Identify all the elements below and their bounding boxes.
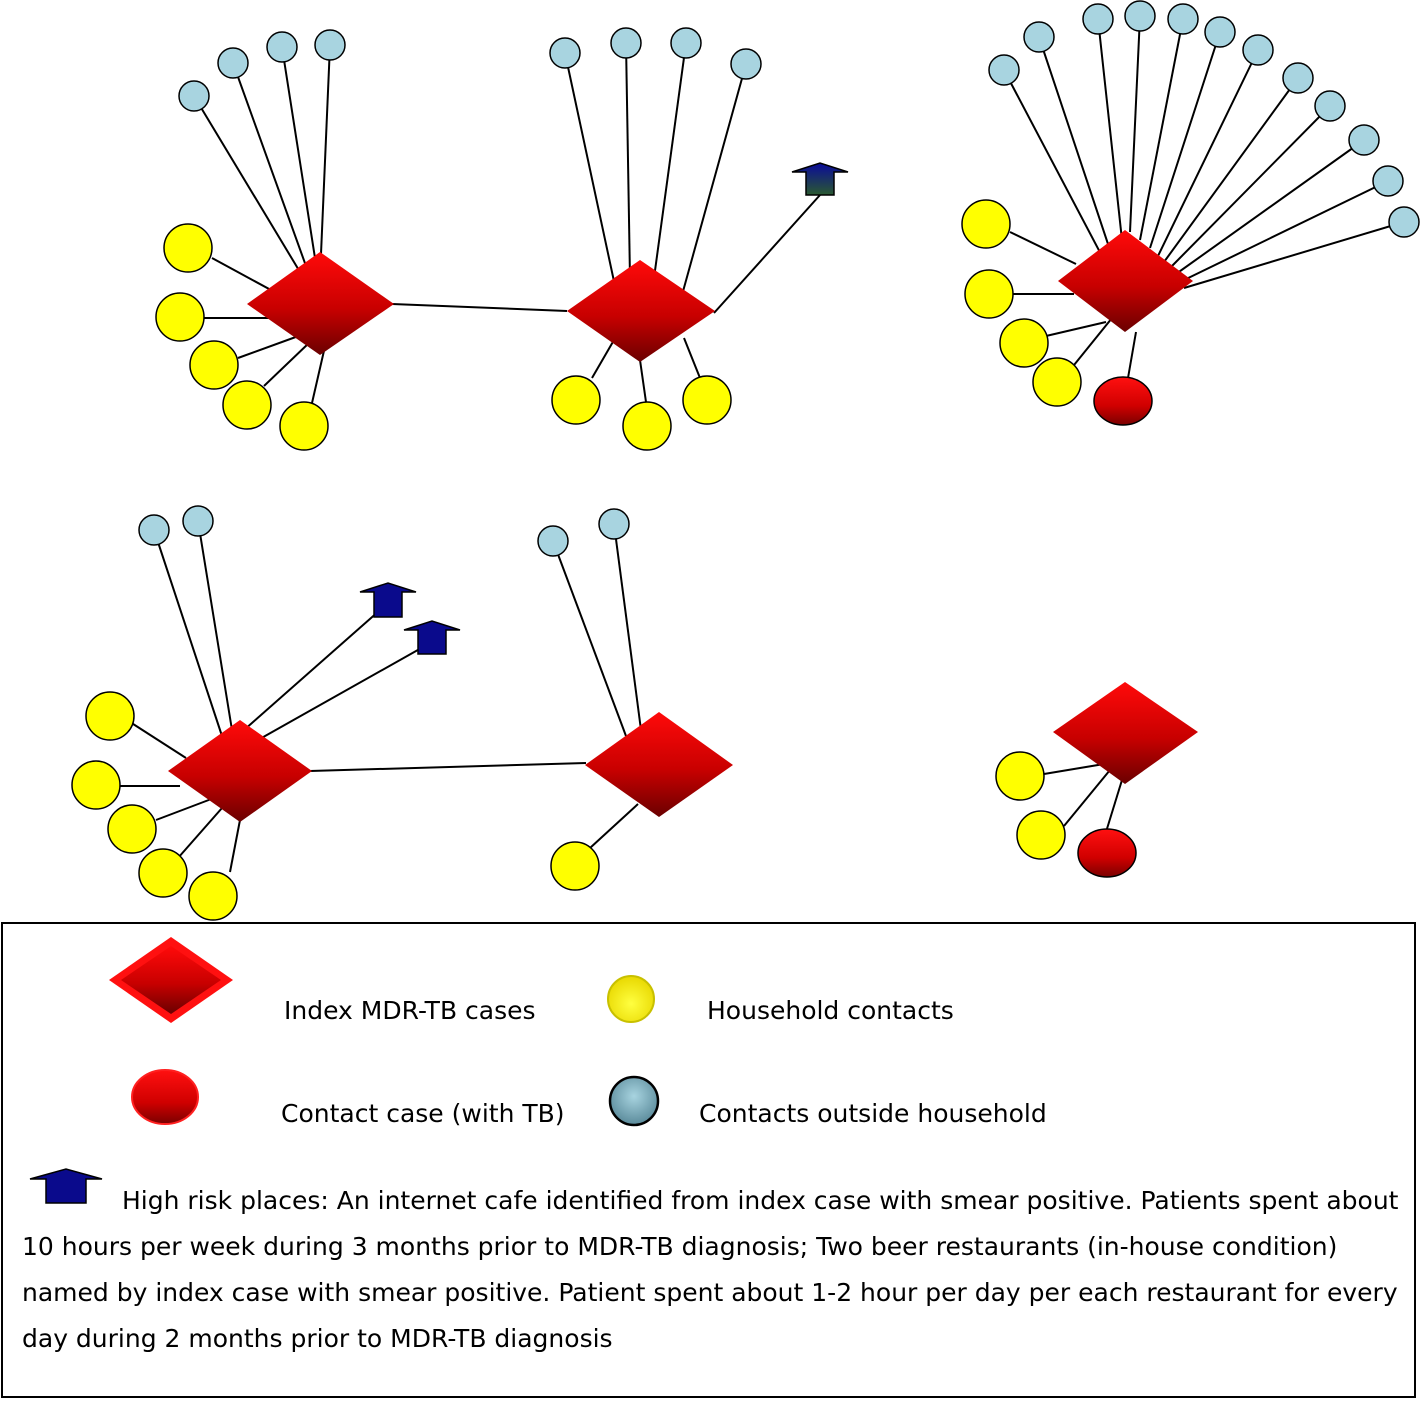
legend-high-risk-note: High risk places: An internet cafe ident… <box>22 1178 1407 1362</box>
household-contact-node <box>961 199 1011 249</box>
outside-contact-node <box>217 47 249 79</box>
legend-index-case-label: Index MDR-TB cases <box>284 996 536 1025</box>
cluster-4-edges <box>1043 763 1123 833</box>
outside-contact-node <box>670 27 702 59</box>
outside-contact-node <box>1082 3 1114 35</box>
cluster-3-edges <box>120 520 642 873</box>
legend-high-risk-note-text: High risk places: An internet cafe ident… <box>22 1186 1399 1353</box>
household-contact-node <box>71 760 121 810</box>
household-contact-node <box>999 318 1049 368</box>
outside-contact-node <box>138 514 170 546</box>
outside-contact-node <box>266 31 298 63</box>
index-case-diamond <box>1058 230 1193 332</box>
outside-contact-node <box>1372 165 1404 197</box>
outside-contact-node <box>549 37 581 69</box>
index-case-diamond <box>585 712 733 817</box>
household-contact-node <box>1016 810 1066 860</box>
outside-contact-node <box>1167 3 1199 35</box>
outside-contact-node <box>1124 0 1156 32</box>
household-contact-node <box>551 375 601 425</box>
household-contact-node <box>188 871 238 921</box>
contact-case-node <box>1077 828 1137 878</box>
household-contact-node <box>279 401 329 451</box>
cluster-1 <box>155 27 849 451</box>
outside-contact-node <box>1314 90 1346 122</box>
household-contact-node <box>995 751 1045 801</box>
household-contact-node <box>189 340 239 390</box>
contact-case-node <box>1093 376 1153 426</box>
outside-contact-node <box>182 505 214 537</box>
index-case-diamond <box>1053 682 1198 784</box>
cluster-2 <box>961 0 1420 426</box>
household-contact-node <box>1032 357 1082 407</box>
cluster-2-edges <box>1003 15 1405 379</box>
outside-contact-node <box>598 508 630 540</box>
legend <box>1 922 1416 1398</box>
outside-contact-node <box>1388 206 1420 238</box>
index-case-diamond <box>168 720 312 822</box>
high-risk-place-icon <box>403 620 461 655</box>
index-case-diamond <box>247 252 394 355</box>
outside-contact-node <box>988 54 1020 86</box>
outside-contact-node <box>178 80 210 112</box>
household-contact-node <box>222 380 272 430</box>
outside-contact-node <box>730 48 762 80</box>
outside-contact-node <box>1282 62 1314 94</box>
household-contact-node <box>163 223 213 273</box>
household-contact-node <box>138 848 188 898</box>
cluster-1-edges <box>193 42 821 404</box>
outside-contact-node <box>1242 34 1274 66</box>
legend-contact-case-label: Contact case (with TB) <box>281 1099 565 1128</box>
outside-contact-node <box>1204 16 1236 48</box>
household-contact-node <box>155 292 205 342</box>
legend-household-label: Household contacts <box>707 996 954 1025</box>
outside-contact-node <box>537 525 569 557</box>
cluster-3 <box>71 505 733 921</box>
outside-contact-node <box>314 29 346 61</box>
outside-contact-node <box>1348 124 1380 156</box>
high-risk-place-icon <box>359 582 417 618</box>
household-contact-node <box>550 841 600 891</box>
household-contact-node <box>622 401 672 451</box>
cluster-4 <box>995 682 1198 878</box>
household-contact-node <box>964 269 1014 319</box>
outside-contact-node <box>610 27 642 59</box>
legend-outside-label: Contacts outside household <box>699 1099 1047 1128</box>
index-case-diamond <box>567 260 715 362</box>
household-contact-node <box>107 804 157 854</box>
outside-contact-node <box>1023 21 1055 53</box>
household-contact-node <box>85 691 135 741</box>
high-risk-place-icon <box>791 162 849 196</box>
household-contact-node <box>682 375 732 425</box>
